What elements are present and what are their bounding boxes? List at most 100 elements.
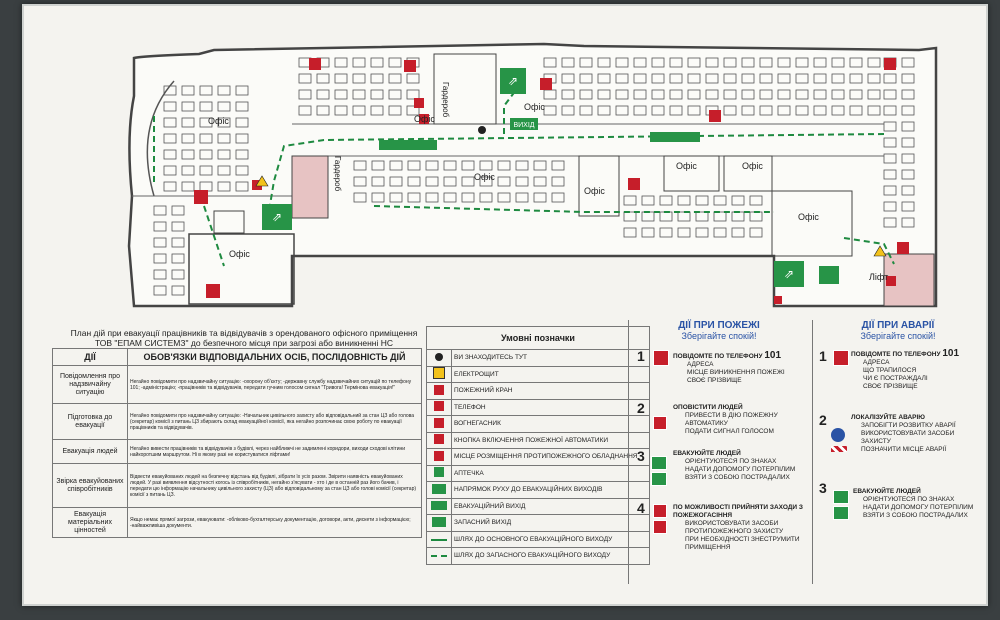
desk (615, 105, 629, 116)
desk (813, 105, 827, 116)
desk (235, 101, 249, 112)
step-heading: ЕВАКУЮЙТЕ ЛЮДЕЙ (853, 488, 921, 495)
duty-row-label: Підготовка до евакуації (52, 403, 128, 440)
desk (901, 217, 915, 228)
room-label: Ліфт (869, 272, 889, 282)
legend-table: Умовні позначки ВИ ЗНАХОДИТЕСЬ ТУТ ЕЛЕКТ… (426, 326, 650, 565)
desk (153, 269, 167, 280)
step-number: 2 (819, 412, 827, 428)
desk (235, 85, 249, 96)
desk (901, 121, 915, 132)
desk (795, 57, 809, 68)
desk (533, 192, 547, 203)
desk (406, 89, 420, 100)
desk (388, 57, 402, 68)
step-number: 1 (819, 348, 827, 364)
desk (597, 89, 611, 100)
desk (777, 57, 791, 68)
desk (479, 192, 493, 203)
legend-label: МІСЦЕ РОЗМІЩЕННЯ ПРОТИПОЖЕЖНОГО ОБЛАДНАН… (451, 448, 650, 466)
desk (461, 192, 475, 203)
step-bullet: ЩО ТРАПИЛОСЯ (863, 367, 917, 374)
desk (687, 57, 701, 68)
desk (425, 192, 439, 203)
evacuation-plan-sheet: ⇗ ⇗ ⇗ ВИХІД Офіс Офіс Офіс Офіс Офіс Офі (22, 4, 988, 606)
fire-alarm-button-icon (434, 434, 444, 445)
desk (669, 73, 683, 84)
desk (705, 57, 719, 68)
desk (443, 192, 457, 203)
desk (687, 105, 701, 116)
desk (723, 89, 737, 100)
phone-number: 101 (942, 348, 960, 359)
first-aid-icon (833, 506, 849, 520)
step-number: 3 (637, 448, 645, 464)
desk (199, 101, 213, 112)
desk (371, 192, 385, 203)
desk (497, 160, 511, 171)
step-bullet: ОРІЄНТУЮТЕСЯ ПО ЗНАКАХ (863, 496, 955, 503)
desk (153, 285, 167, 296)
desk (334, 57, 348, 68)
exit-sign-west: ⇗ (262, 204, 292, 230)
desk (759, 73, 773, 84)
desk (353, 176, 367, 187)
desk (334, 73, 348, 84)
desk (883, 89, 897, 100)
main-route-arrow-icon (431, 538, 447, 541)
duty-row-text: Негайно повідомити про надзвичайну ситуа… (127, 403, 422, 440)
desk (181, 133, 195, 144)
desk (199, 85, 213, 96)
desk (561, 73, 575, 84)
phone-number: 101 (764, 350, 782, 361)
desk (651, 105, 665, 116)
desk (181, 165, 195, 176)
svg-text:⇗: ⇗ (784, 267, 794, 281)
step-number: 2 (637, 400, 645, 416)
desk (388, 73, 402, 84)
legend-label: ЕЛЕКТРОЩИТ (451, 365, 650, 383)
spare-exit-icon (432, 516, 446, 527)
duties-table: ДІЇ ОБОВ'ЯЗКИ ВІДПОВІДАЛЬНИХ ОСІБ, ПОСЛІ… (52, 348, 422, 538)
desk (181, 181, 195, 192)
desk (163, 85, 177, 96)
accident-actions-title: ДІЇ ПРИ АВАРІЇ (861, 320, 935, 331)
duties-col-header: ОБОВ'ЯЗКИ ВІДПОВІДАЛЬНИХ ОСІБ, ПОСЛІДОВН… (127, 348, 422, 366)
step-bullet: АДРЕСА (687, 361, 714, 368)
desk (669, 105, 683, 116)
round-hall (146, 80, 175, 197)
desk (597, 105, 611, 116)
legend-title: Умовні позначки (426, 326, 650, 350)
desk (723, 57, 737, 68)
step-bullet: ВИКОРИСТОВУВАТИ ЗАСОБИ ЗАХИСТУ (861, 430, 955, 445)
desk (153, 237, 167, 248)
desk (695, 195, 709, 206)
fire-actions-title: ДІЇ ПРИ ПОЖЕЖІ (678, 320, 760, 331)
exit-label-sign (510, 118, 538, 130)
desk (867, 73, 881, 84)
desk (217, 85, 231, 96)
legend-label: НАПРЯМОК РУХУ ДО ЕВАКУАЦІЙНИХ ВИХОДІВ (451, 481, 650, 499)
desk (217, 133, 231, 144)
desk (389, 160, 403, 171)
desk (153, 205, 167, 216)
step-heading: ПО МОЖЛИВОСТІ ПРИЙНЯТИ ЗАХОДИ З ПОЖЕЖОГА… (673, 504, 803, 519)
room-label: Офіс (414, 114, 435, 124)
step-number: 1 (637, 348, 645, 364)
legend-label: ПОЖЕЖНИЙ КРАН (451, 382, 650, 400)
desk (298, 89, 312, 100)
desk (677, 227, 691, 238)
desk (831, 89, 845, 100)
desk (579, 57, 593, 68)
duty-row-text: Негайно повідомити про надзвичайну ситуа… (127, 365, 422, 404)
desk (425, 176, 439, 187)
desk (883, 137, 897, 148)
desk (777, 105, 791, 116)
step-bullet: ПОДАТИ СИГНАЛ ГОЛОСОМ (685, 428, 774, 435)
desk (217, 101, 231, 112)
desk (741, 73, 755, 84)
step-bullet: СВОЄ ПРІЗВИЩЕ (863, 383, 918, 390)
step-number: 3 (819, 480, 827, 496)
room-label: Гардероб (441, 82, 450, 118)
step-bullet: ЧИ Є ПОСТРАЖДАЛІ (863, 375, 928, 382)
